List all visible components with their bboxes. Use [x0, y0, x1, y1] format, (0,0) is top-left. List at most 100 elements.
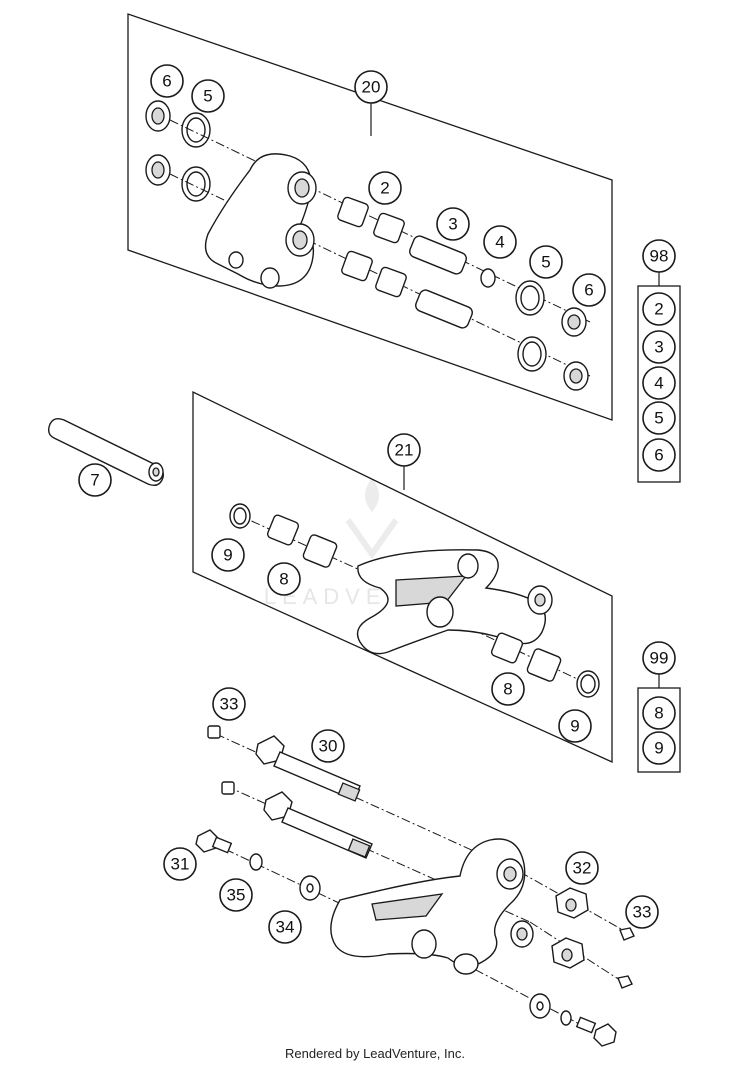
callout-8-left[interactable]: 8 — [267, 562, 301, 596]
callout-5-right[interactable]: 5 — [529, 245, 563, 279]
panel-20-outline — [127, 13, 613, 421]
kit-99-item-8[interactable]: 8 — [642, 696, 676, 730]
part-pin-7 — [47, 417, 165, 487]
svg-text:4: 4 — [654, 374, 663, 393]
part-lever-21 — [356, 549, 553, 655]
kit-98-item-5[interactable]: 5 — [642, 401, 676, 435]
part-bushing-8-left-a — [266, 514, 300, 546]
svg-text:32: 32 — [573, 859, 592, 878]
part-bolt-30-top — [255, 735, 361, 802]
part-washer-lower-right — [529, 993, 551, 1019]
callout-21[interactable]: 21 — [387, 433, 421, 467]
kit-98-item-6[interactable]: 6 — [642, 438, 676, 472]
part-seal-6-right-bottom — [563, 361, 589, 391]
kit-98-box — [637, 285, 681, 483]
svg-text:5: 5 — [541, 253, 550, 272]
part-washer-small-lower-right — [560, 1010, 572, 1026]
svg-text:2: 2 — [380, 179, 389, 198]
callout-33-left[interactable]: 33 — [212, 687, 246, 721]
part-ring-9-left — [229, 503, 251, 529]
part-washer-34 — [299, 875, 321, 901]
part-ring-5-left-bottom — [181, 166, 211, 202]
axis-21-right — [439, 613, 593, 687]
svg-text:99: 99 — [650, 649, 669, 668]
part-seal-6-left-top — [145, 100, 171, 132]
part-bolt-31 — [195, 829, 233, 854]
callout-98[interactable]: 98 — [642, 239, 676, 273]
part-seal-6-right-top — [561, 307, 587, 337]
svg-text:35: 35 — [227, 886, 246, 905]
part-sleeve-3-top — [409, 235, 467, 275]
part-bolt-lower-right — [575, 1016, 617, 1047]
callout-34[interactable]: 34 — [268, 910, 302, 944]
callout-6-top-left[interactable]: 6 — [150, 64, 184, 98]
axis-lower-3 — [209, 841, 431, 947]
part-ring-5-right-bottom — [517, 336, 547, 372]
svg-text:6: 6 — [162, 72, 171, 91]
part-lever-lower — [330, 838, 534, 975]
kit-98-item-3[interactable]: 3 — [642, 330, 676, 364]
callout-99[interactable]: 99 — [642, 641, 676, 675]
callout-30[interactable]: 30 — [311, 729, 345, 763]
part-sleeve-3-bottom — [415, 289, 473, 329]
svg-text:9: 9 — [570, 717, 579, 736]
svg-text:6: 6 — [654, 446, 663, 465]
svg-text:33: 33 — [633, 903, 652, 922]
kit-98-item-2[interactable]: 2 — [642, 292, 676, 326]
part-bushing-8-left-b — [302, 534, 338, 568]
svg-text:30: 30 — [319, 737, 338, 756]
callout-33-right[interactable]: 33 — [625, 895, 659, 929]
callout-9-right[interactable]: 9 — [558, 709, 592, 743]
callout-2[interactable]: 2 — [368, 171, 402, 205]
part-nut-32-bottom — [551, 937, 585, 969]
svg-text:9: 9 — [223, 546, 232, 565]
kit-99-box — [637, 687, 681, 773]
part-bushing-2-bottom-b — [375, 266, 407, 298]
part-seal-6-left-bottom — [145, 154, 171, 186]
svg-text:7: 7 — [90, 471, 99, 490]
callout-7[interactable]: 7 — [78, 463, 112, 497]
callout-6-right[interactable]: 6 — [572, 273, 606, 307]
part-ring-9-right — [576, 670, 600, 698]
svg-text:8: 8 — [279, 570, 288, 589]
part-washer-35 — [249, 853, 263, 871]
part-bushing-8-right-a — [490, 632, 524, 664]
svg-text:21: 21 — [395, 441, 414, 460]
part-clip-4 — [480, 268, 496, 288]
part-screw-33-right-bottom — [617, 975, 633, 989]
svg-text:3: 3 — [448, 215, 457, 234]
part-ring-5-right-top — [515, 280, 545, 316]
part-ring-5-left-top — [181, 112, 211, 148]
svg-text:4: 4 — [495, 233, 504, 252]
callout-20[interactable]: 20 — [354, 70, 388, 104]
svg-text:2: 2 — [654, 300, 663, 319]
svg-text:6: 6 — [584, 281, 593, 300]
svg-text:8: 8 — [503, 680, 512, 699]
callout-8-right[interactable]: 8 — [491, 672, 525, 706]
kit-98-item-4[interactable]: 4 — [642, 366, 676, 400]
part-bolt-30-bottom — [263, 791, 373, 859]
svg-text:8: 8 — [654, 704, 663, 723]
callout-4[interactable]: 4 — [483, 225, 517, 259]
callout-32[interactable]: 32 — [565, 851, 599, 885]
svg-text:33: 33 — [220, 695, 239, 714]
part-screw-33-right-top — [619, 927, 635, 941]
part-link-20 — [204, 153, 317, 289]
callout-3[interactable]: 3 — [436, 207, 470, 241]
callout-5-top-left[interactable]: 5 — [191, 79, 225, 113]
rendered-by-credit: Rendered by LeadVenture, Inc. — [285, 1046, 465, 1061]
part-bushing-2-top-b — [373, 212, 405, 244]
callout-35[interactable]: 35 — [219, 878, 253, 912]
svg-text:9: 9 — [654, 739, 663, 758]
svg-text:98: 98 — [650, 247, 669, 266]
svg-text:5: 5 — [203, 87, 212, 106]
part-nut-32-top — [555, 887, 589, 919]
panel-21-outline — [192, 390, 613, 764]
callout-31[interactable]: 31 — [163, 847, 197, 881]
callout-9-left[interactable]: 9 — [211, 538, 245, 572]
part-screw-33-left — [207, 725, 221, 739]
kit-99-item-9[interactable]: 9 — [642, 731, 676, 765]
part-bushing-2-top-a — [337, 196, 369, 228]
svg-text:34: 34 — [276, 918, 295, 937]
